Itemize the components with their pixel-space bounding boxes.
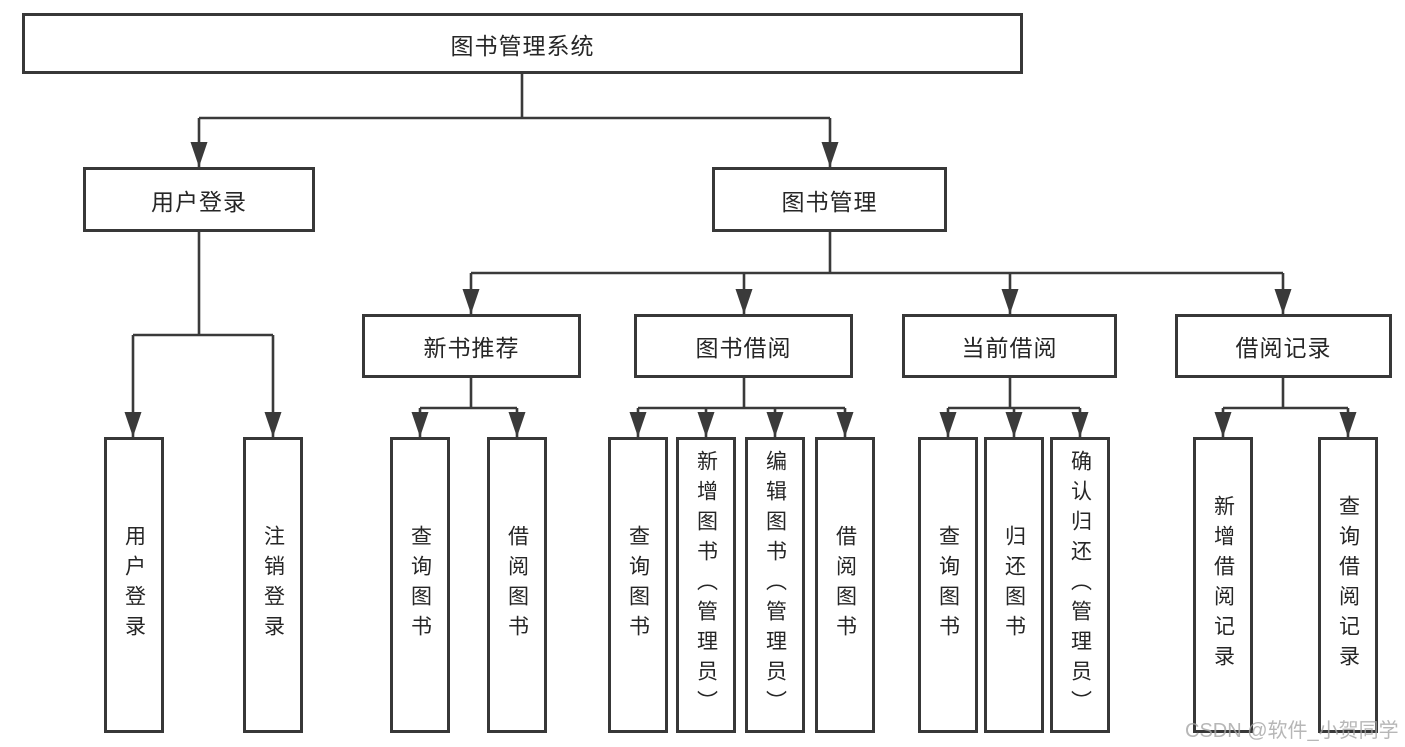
- arrowhead-icons: [124, 142, 1357, 437]
- node-root-system: 图书管理系统: [22, 13, 1023, 74]
- node-book-management: 图书管理: [712, 167, 947, 232]
- leaf-borrow-book-recommend: 借阅图书: [487, 437, 547, 733]
- leaf-user-login: 用户登录: [104, 437, 164, 733]
- node-new-book-recommend: 新书推荐: [362, 314, 581, 378]
- leaf-add-borrow-record: 新增借阅记录: [1193, 437, 1253, 733]
- node-book-borrowing: 图书借阅: [634, 314, 853, 378]
- node-current-borrowing: 当前借阅: [902, 314, 1117, 378]
- csdn-watermark: CSDN @软件_小贺同学: [1185, 720, 1399, 742]
- node-user-login: 用户登录: [83, 167, 315, 232]
- leaf-add-book-admin: 新增图书（管理员）: [676, 437, 736, 733]
- leaf-logout: 注销登录: [243, 437, 303, 733]
- leaf-query-book-borrowing: 查询图书: [608, 437, 668, 733]
- leaf-query-borrow-record: 查询借阅记录: [1318, 437, 1378, 733]
- leaf-confirm-return-admin: 确认归还（管理员）: [1050, 437, 1110, 733]
- leaf-query-book-recommend: 查询图书: [390, 437, 450, 733]
- leaf-return-book: 归还图书: [984, 437, 1044, 733]
- leaf-query-book-current: 查询图书: [918, 437, 978, 733]
- leaf-edit-book-admin: 编辑图书（管理员）: [745, 437, 805, 733]
- leaf-borrow-book: 借阅图书: [815, 437, 875, 733]
- node-borrowing-records: 借阅记录: [1175, 314, 1392, 378]
